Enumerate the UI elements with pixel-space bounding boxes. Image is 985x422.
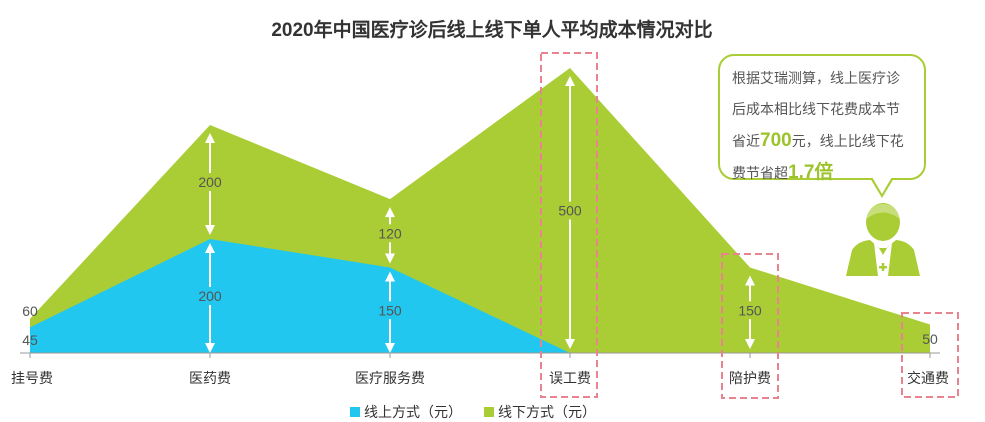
doctor-icon (846, 203, 920, 276)
online-label-1: 200 (198, 288, 222, 304)
diff-arrow-3-head-up (565, 76, 575, 86)
category-label-4: 陪护费 (729, 370, 771, 386)
doctor-cross-v (881, 263, 885, 271)
legend-label-offline: 线下方式（元） (498, 404, 596, 420)
diff-label-1: 200 (198, 174, 222, 190)
legend-swatch-online (350, 407, 360, 417)
diff-label-bg-1 (194, 173, 226, 191)
category-label-2: 医疗服务费 (355, 370, 425, 386)
online-label-bg-1 (194, 287, 226, 305)
callout-highlight-ratio: 1.7倍 (788, 162, 834, 183)
online-arrow-1-head-up (205, 243, 215, 253)
callout-line-2: 后成本相比线下花费成本节 (732, 101, 900, 117)
diff-label-bg-4 (734, 301, 766, 320)
callout-text: 费节省超 (732, 165, 788, 181)
callout-text: 元，线上比线下花 (791, 133, 904, 149)
diff-label-bg-3 (554, 201, 586, 220)
category-label-0: 挂号费 (11, 370, 53, 386)
online-label-bg-2 (374, 301, 406, 320)
legend-item-offline: 线下方式（元） (484, 402, 596, 422)
diff-arrow-1-head-down (205, 225, 215, 235)
diff-label-bg-2 (374, 224, 406, 243)
diff-label-3: 500 (558, 203, 582, 219)
category-label-1: 医药费 (189, 370, 231, 386)
highlight-box-2 (901, 312, 959, 398)
doctor-tie (879, 248, 887, 255)
callout-line-1: 根据艾瑞测算，线上医疗诊 (732, 70, 900, 86)
highlight-box-1 (721, 253, 779, 399)
online-arrow-1-head-down (205, 343, 215, 353)
diff-arrow-2-head-up (385, 207, 395, 218)
legend-swatch-offline (484, 407, 494, 417)
online-arrow-2-head-up (385, 271, 395, 282)
callout-line-4: 费节省超1.7倍 (732, 157, 912, 189)
doctor-head (866, 203, 900, 241)
legend: 线上方式（元） 线下方式（元） (350, 402, 596, 422)
category-label-5: 交通费 (907, 370, 949, 386)
diff-arrow-4-head-up (745, 275, 755, 286)
offline-label-0: 60 (22, 303, 38, 319)
diff-arrow-4-head-down (745, 339, 755, 349)
diff-label-4: 150 (738, 302, 762, 318)
online-label-2: 150 (378, 302, 402, 318)
callout-highlight-700: 700 (760, 130, 792, 151)
insight-callout: 根据艾瑞测算，线上医疗诊 后成本相比线下花费成本节 省近700元，线上比线下花 … (718, 54, 926, 198)
legend-item-online: 线上方式（元） (350, 402, 462, 422)
diff-label-2: 120 (378, 225, 402, 241)
diff-arrow-3-head-down (565, 339, 575, 349)
online-label-0: 45 (22, 332, 38, 348)
callout-text: 省近 (732, 133, 760, 149)
diff-arrow-2-head-down (385, 253, 395, 264)
doctor-shirt (874, 243, 892, 276)
chart-title: 2020年中国医疗诊后线上线下单人平均成本情况对比 (271, 18, 712, 41)
area-online (30, 239, 930, 353)
callout-line-3: 省近700元，线上比线下花 (732, 125, 912, 157)
online-arrow-2-head-down (385, 343, 395, 353)
category-label-3: 误工费 (549, 370, 591, 386)
highlight-box-0 (540, 52, 598, 398)
legend-label-online: 线上方式（元） (364, 404, 462, 420)
diff-arrow-1-head-up (205, 133, 215, 143)
doctor-hair-shade (865, 204, 901, 220)
offline-label-5: 50 (922, 331, 938, 347)
callout-tail-inner (872, 177, 892, 194)
